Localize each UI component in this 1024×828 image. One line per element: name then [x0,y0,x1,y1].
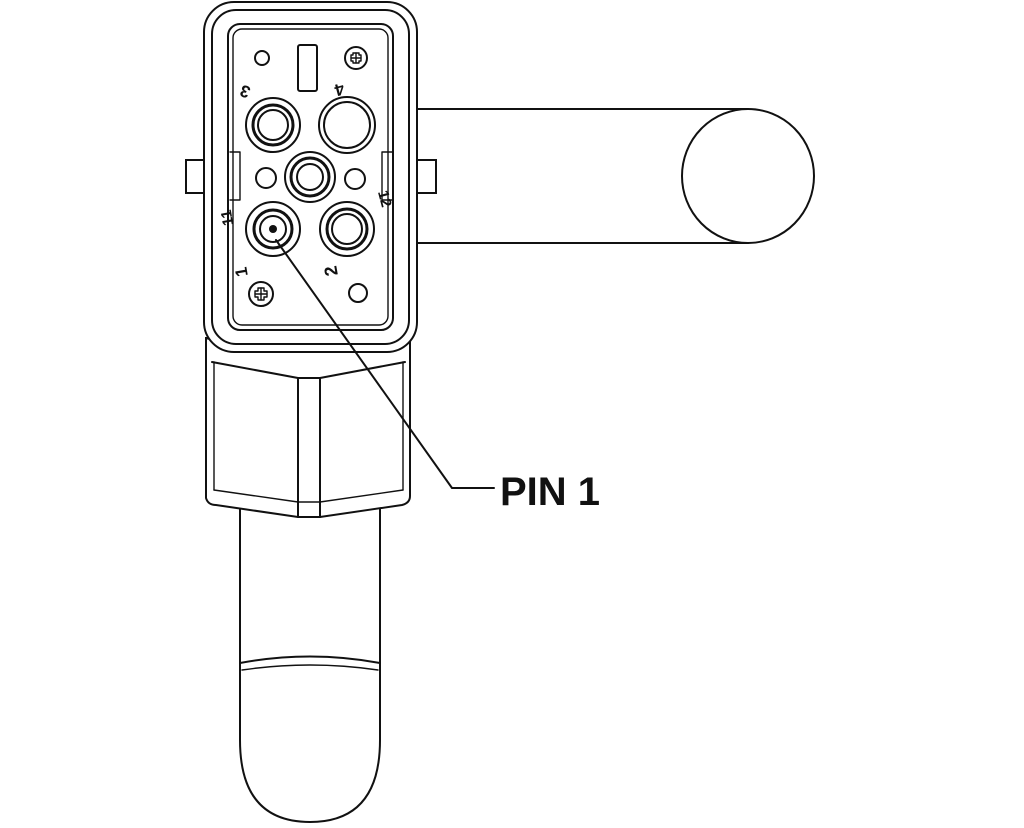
pin-1-label: 1 [231,266,251,279]
connector-face [245,44,376,307]
screw-top-right [344,46,368,70]
pin-2-label: 2 [320,264,341,277]
pin-4-socket [318,96,376,154]
side-cable [409,108,815,244]
mount-hole-top-left [254,50,270,66]
pin-12-socket [344,168,366,190]
pin-1-callout-label: PIN 1 [500,470,600,514]
pin-12-label: 12 [374,189,395,210]
screw-bottom-left [248,281,274,307]
pin-11-label: 11 [218,208,237,227]
lower-cable [239,504,381,823]
key-slot [297,44,318,92]
side-clips [185,159,437,194]
hex-nut [205,337,411,518]
center-pin-socket [284,151,336,203]
pin-1-socket [245,201,301,257]
pin-3-socket [245,97,301,153]
pin-11-socket [255,167,277,189]
pin-1-callout: PIN 1 [275,239,600,514]
pin-2-socket [319,201,375,257]
mount-hole-bottom-right [348,283,368,303]
